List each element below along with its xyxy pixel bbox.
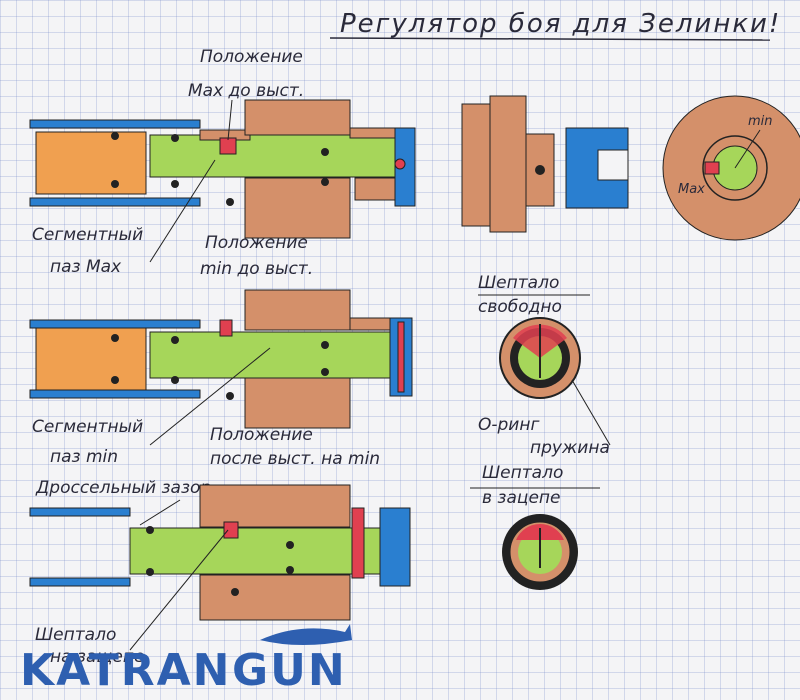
diagram-throttle-gap <box>29 484 411 621</box>
title-underline <box>329 37 771 41</box>
leader-sheptalo-hold <box>129 529 229 651</box>
label-seg-max-1: Сегментный <box>32 225 143 245</box>
label-pos-min-1: Положение <box>205 233 308 253</box>
label-sheptalo-catch-1: Шептало <box>482 463 563 483</box>
shark-icon <box>260 624 352 645</box>
label-sheptalo-free-1: Шептало <box>478 273 559 293</box>
ring-free <box>499 317 581 399</box>
watermark-text-main: KATRAN <box>20 645 232 696</box>
label-sheptalo-catch-2: в зацепе <box>482 488 560 508</box>
label-seg-max-2: паз Max <box>50 257 122 277</box>
leader-seg-min <box>149 347 271 446</box>
diagram-max-before-shot <box>29 99 416 239</box>
label-seg-min-1: Сегментный <box>32 417 143 437</box>
ring-catch <box>502 514 578 590</box>
watermark-text-accent: GUN <box>232 645 347 696</box>
label-sheptalo-hold-1: Шептало <box>35 625 116 645</box>
label-pos-after-1: Положение <box>210 425 313 445</box>
side-view-section <box>461 95 629 233</box>
label-oring: О-ринг <box>478 415 539 435</box>
label-seg-min-2: паз min <box>50 447 118 467</box>
label-pos-min-2: min до выст. <box>200 259 313 279</box>
regulator-knob: min Max <box>662 95 800 241</box>
label-spring: пружина <box>530 438 610 458</box>
knob-max-label: Max <box>678 182 705 197</box>
label-pos-after-2: после выст. на min <box>210 449 380 469</box>
leader-pos-max <box>227 99 233 141</box>
leader-seg-max <box>149 159 216 263</box>
leader-spring <box>571 379 611 446</box>
label-throttle: Дроссельный зазор <box>35 478 211 498</box>
label-pos-max-1: Положение <box>200 47 303 67</box>
leader-throttle <box>139 499 181 526</box>
diagram-min-before-shot <box>29 289 413 429</box>
page-title: Регулятор боя для Зелинки! <box>340 9 781 39</box>
label-pos-max-2: Max до выст. <box>188 81 304 101</box>
label-sheptalo-free-2: свободно <box>478 297 562 317</box>
knob-min-label: min <box>748 114 773 129</box>
label-sheptalo-hold-2: на защепе <box>50 647 144 667</box>
watermark-logo: KATRAN GUN <box>20 624 352 696</box>
